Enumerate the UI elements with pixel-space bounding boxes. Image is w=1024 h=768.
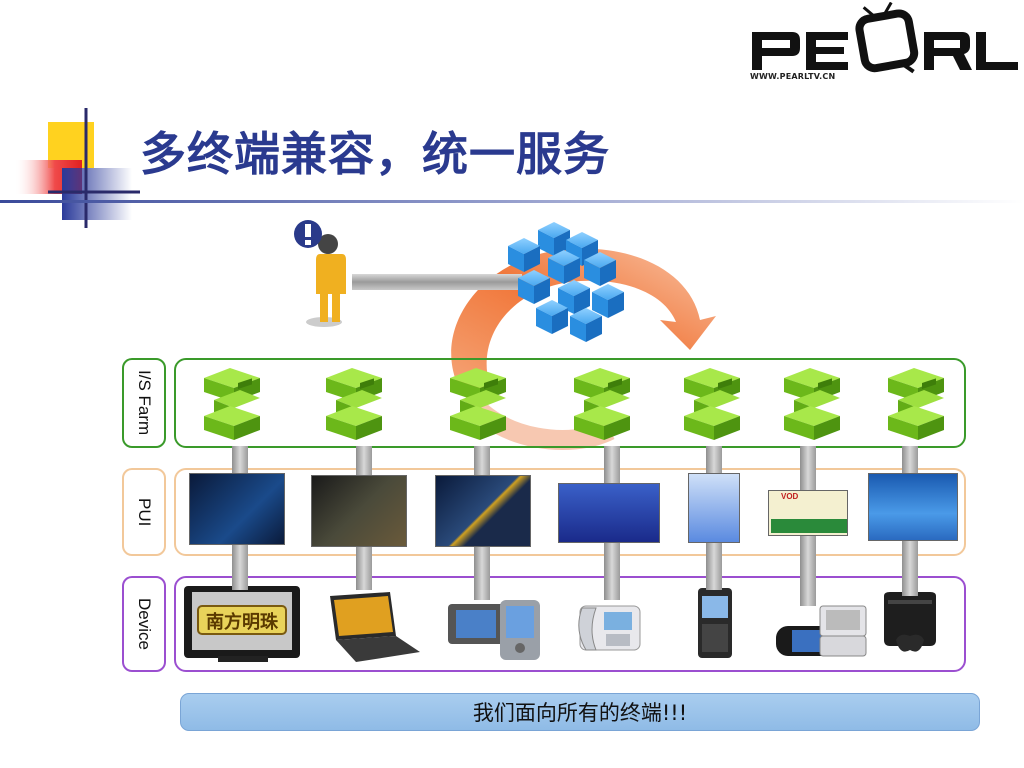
title-decoration	[14, 108, 140, 228]
pui-screen-6: VOD	[768, 490, 848, 536]
title-underline	[0, 200, 1024, 203]
row-label-text: PUI	[135, 497, 154, 527]
footer-text: 我们面向所有的终端!!!	[472, 701, 688, 725]
row-label-device: Device	[122, 576, 166, 672]
alert-person-icon	[294, 220, 346, 327]
pearl-logo	[752, 2, 1018, 74]
laptop-device-icon	[330, 592, 420, 662]
blue-cube-cluster-icon	[508, 222, 624, 342]
footer-banner: 我们面向所有的终端!!!	[180, 693, 980, 731]
mobile-phone-device-icon	[698, 588, 732, 658]
tv-screen-text: 南方明珠	[206, 612, 278, 633]
pui-screen-4	[558, 483, 660, 543]
pui-screen-7	[868, 473, 958, 541]
pui-row	[174, 468, 966, 556]
pui-screen-1	[189, 473, 285, 545]
device-row	[174, 576, 966, 672]
tv-device-icon	[184, 586, 300, 662]
row-label-text: Device	[135, 598, 154, 650]
logo-url: WWW.PEARLTV.CN	[750, 72, 836, 81]
tablet-pda-device-icon	[448, 600, 540, 660]
pui-screen-3	[435, 475, 531, 547]
mvod-label: VOD	[781, 492, 799, 501]
pui-screen-2	[311, 475, 407, 547]
pui-screen-5	[688, 473, 740, 543]
row-label-pui: PUI	[122, 468, 166, 556]
row-label-is-farm: I/S Farm	[122, 358, 166, 448]
desk-phone-device-icon	[578, 605, 641, 651]
slide-title: 多终端兼容，统一服务	[140, 127, 610, 181]
row-label-text: I/S Farm	[135, 370, 154, 436]
is-farm-row	[174, 358, 966, 448]
game-console-device-icon	[884, 592, 936, 652]
handheld-console-device-icon	[776, 605, 867, 657]
